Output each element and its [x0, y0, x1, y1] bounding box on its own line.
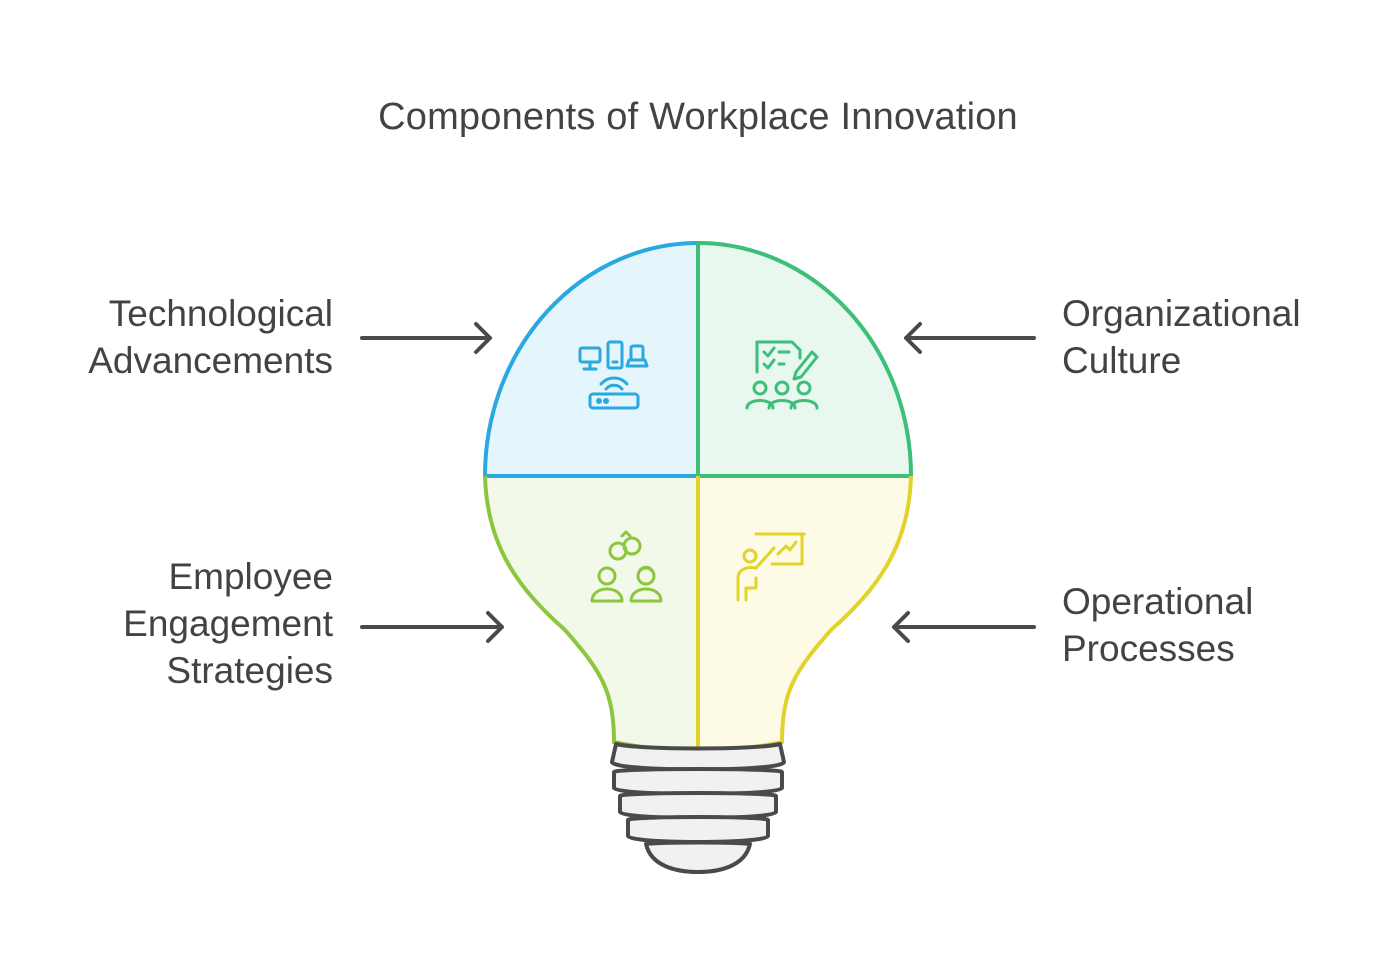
people-exchange-icon	[590, 530, 663, 603]
quadrant-operational	[698, 476, 911, 750]
label-line: Operational	[1062, 581, 1254, 622]
quadrant-employee	[485, 476, 698, 750]
label-organizational-culture: Organizational Culture	[1062, 290, 1301, 384]
label-line: Engagement	[123, 603, 333, 644]
arrow-technological	[360, 322, 492, 354]
arrow-employee	[360, 611, 504, 643]
diagram-title: Components of Workplace Innovation	[378, 96, 1018, 138]
arrow-operational	[892, 611, 1036, 643]
label-line: Employee	[168, 556, 333, 597]
bulb-base	[610, 742, 786, 874]
presentation-icon	[736, 532, 806, 602]
label-line: Organizational	[1062, 293, 1301, 334]
checklist-team-icon	[745, 340, 819, 410]
label-employee-engagement-strategies: Employee Engagement Strategies	[123, 553, 333, 694]
label-operational-processes: Operational Processes	[1062, 578, 1253, 672]
label-line: Strategies	[166, 650, 333, 691]
label-line: Culture	[1062, 340, 1182, 381]
devices-router-icon	[578, 340, 649, 410]
label-line: Technological	[108, 293, 333, 334]
quadrant-technological	[485, 243, 698, 476]
label-line: Processes	[1062, 628, 1235, 669]
label-technological-advancements: Technological Advancements	[88, 290, 333, 384]
outline-technological	[483, 241, 699, 478]
outline-organizational	[696, 241, 913, 478]
label-line: Advancements	[88, 340, 333, 381]
arrow-organizational	[904, 322, 1036, 354]
